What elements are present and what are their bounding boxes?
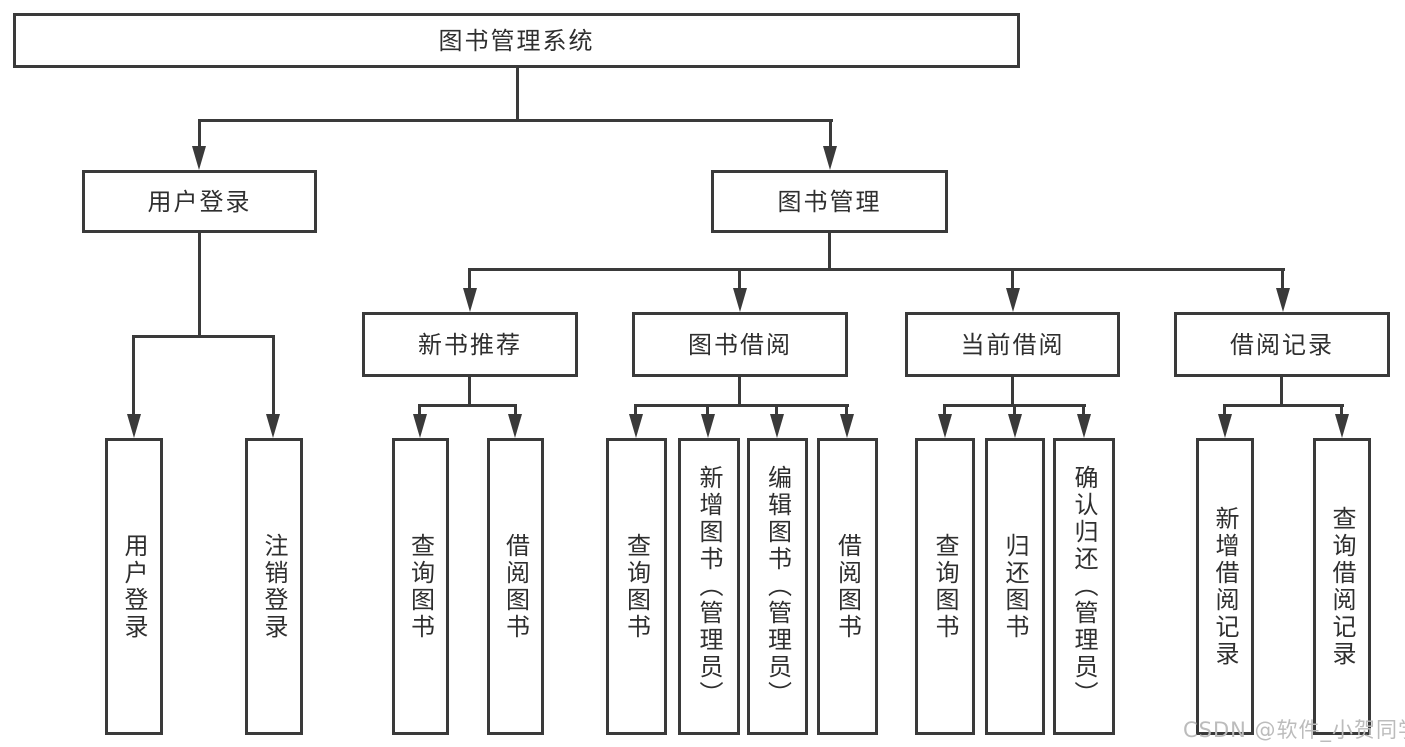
node-root: 图书管理系统 — [13, 13, 1020, 68]
edge-root-drop-right — [829, 119, 832, 149]
arrowhead-down-icon — [733, 288, 747, 312]
watermark: CSDN @软件_小贺同学 — [1183, 718, 1405, 742]
arrowhead-down-icon — [938, 414, 952, 438]
leaf-borrow-book-recommend: 借阅图书 — [487, 438, 544, 735]
edge-root-rail — [198, 119, 833, 122]
leaf-return-book: 归还图书 — [985, 438, 1045, 735]
arrowhead-down-icon — [840, 414, 854, 438]
edge-bookmgmt-stem — [828, 233, 831, 271]
edge-userlogin-stem — [198, 233, 201, 337]
arrowhead-down-icon — [629, 414, 643, 438]
leaf-query-book-recommend: 查询图书 — [392, 438, 449, 735]
edge-currentborrow-drop-3 — [1082, 404, 1085, 416]
arrowhead-down-icon — [1276, 288, 1290, 312]
leaf-borrow-book: 借阅图书 — [817, 438, 878, 735]
edge-borrowrecord-drop-1 — [1223, 404, 1226, 416]
arrowhead-down-icon — [508, 414, 522, 438]
arrowhead-down-icon — [463, 288, 477, 312]
edge-borrowrecord-stem — [1280, 377, 1283, 407]
edge-newbook-drop-2 — [514, 404, 517, 416]
arrowhead-down-icon — [127, 414, 141, 438]
edge-bookmgmt-drop-4 — [1281, 268, 1284, 291]
edge-bookborrow-stem — [738, 377, 741, 407]
arrowhead-down-icon — [770, 414, 784, 438]
edge-userlogin-drop-1 — [132, 335, 135, 417]
edge-newbook-stem — [468, 377, 471, 407]
edge-newbook-drop-1 — [418, 404, 421, 416]
edge-borrowrecord-drop-2 — [1340, 404, 1343, 416]
edge-userlogin-drop-2 — [272, 335, 275, 417]
node-current-borrow: 当前借阅 — [905, 312, 1120, 377]
edge-currentborrow-drop-1 — [943, 404, 946, 416]
leaf-logout-login: 注销登录 — [245, 438, 303, 735]
arrowhead-down-icon — [266, 414, 280, 438]
node-new-book-recommend: 新书推荐 — [362, 312, 578, 377]
leaf-user-login: 用户登录 — [105, 438, 163, 735]
leaf-edit-book-admin: 编辑图书（管理员） — [747, 438, 808, 735]
edge-userlogin-rail — [132, 335, 275, 338]
node-book-management: 图书管理 — [711, 170, 948, 233]
node-user-login: 用户登录 — [82, 170, 317, 233]
edge-currentborrow-stem — [1011, 377, 1014, 407]
arrowhead-down-icon — [1077, 414, 1091, 438]
arrowhead-down-icon — [1335, 414, 1349, 438]
arrowhead-down-icon — [413, 414, 427, 438]
edge-root-stem — [516, 68, 519, 121]
edge-bookmgmt-drop-2 — [738, 268, 741, 291]
arrowhead-down-icon — [1008, 414, 1022, 438]
leaf-query-borrow-record: 查询借阅记录 — [1313, 438, 1371, 735]
arrowhead-down-icon — [1218, 414, 1232, 438]
arrowhead-down-icon — [192, 146, 206, 170]
edge-borrowrecord-rail — [1223, 404, 1344, 407]
edge-bookborrow-drop-2 — [706, 404, 709, 416]
edge-bookmgmt-rail — [468, 268, 1285, 271]
arrowhead-down-icon — [701, 414, 715, 438]
leaf-add-borrow-record: 新增借阅记录 — [1196, 438, 1254, 735]
arrowhead-down-icon — [823, 146, 837, 170]
edge-bookborrow-rail — [634, 404, 849, 407]
edge-bookmgmt-drop-1 — [468, 268, 471, 291]
leaf-add-book-admin: 新增图书（管理员） — [678, 438, 740, 735]
edge-bookborrow-drop-4 — [845, 404, 848, 416]
leaf-query-book-borrow: 查询图书 — [606, 438, 667, 735]
node-borrow-record: 借阅记录 — [1174, 312, 1390, 377]
edge-root-drop-left — [198, 119, 201, 149]
edge-currentborrow-drop-2 — [1013, 404, 1016, 416]
edge-newbook-rail — [418, 404, 517, 407]
node-book-borrow: 图书借阅 — [632, 312, 848, 377]
edge-bookborrow-drop-3 — [775, 404, 778, 416]
leaf-query-book-current: 查询图书 — [915, 438, 975, 735]
leaf-confirm-return-admin: 确认归还（管理员） — [1053, 438, 1115, 735]
edge-bookmgmt-drop-3 — [1011, 268, 1014, 291]
edge-bookborrow-drop-1 — [634, 404, 637, 416]
arrowhead-down-icon — [1006, 288, 1020, 312]
